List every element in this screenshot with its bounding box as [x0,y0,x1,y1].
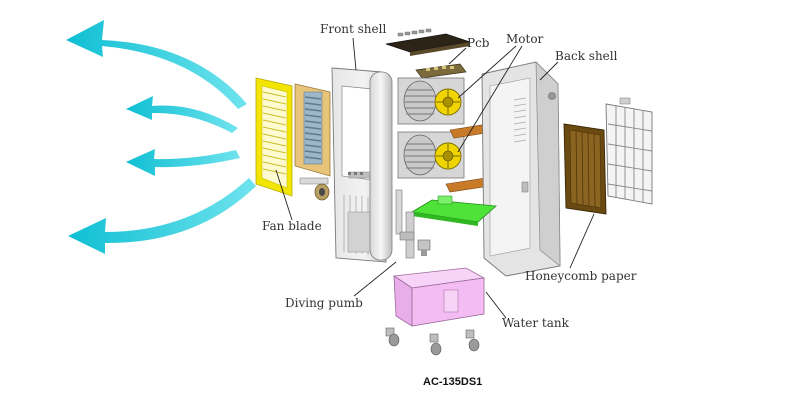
label-fan-blade: Fan blade [262,219,322,233]
fan-blade-panel [294,83,331,201]
part-labels: Front shell Pcb Motor Back shell Fan bla… [262,22,637,388]
label-front-shell: Front shell [320,22,386,36]
leader-motor-upper [457,45,517,99]
lower-motor-blower [397,131,465,179]
airflow-arrow-bottom [68,178,256,254]
honeycomb-paper [563,123,607,215]
leader-back-shell [539,61,559,81]
airflow-arrow-top [66,20,247,109]
airflow-arrow-upper-mid [126,96,238,133]
caster [429,333,442,356]
pcb-board [415,63,467,79]
louver-frame [255,77,293,197]
leader-water-tank [485,291,507,319]
diving-pump [395,189,431,259]
casters [385,327,480,356]
leader-pcb [448,47,467,65]
airflow-arrows [66,20,256,254]
fan-blade-knob [299,177,330,201]
label-motor: Motor [506,32,544,46]
leader-motor-lower [457,45,523,153]
label-honeycomb-paper: Honeycomb paper [525,269,637,283]
leader-lines [275,37,595,319]
label-water-tank: Water tank [502,316,570,330]
motor-housing-column [369,71,393,261]
leader-honeycomb [569,213,595,269]
label-pcb: Pcb [467,36,490,50]
water-tank [392,267,486,327]
back-shell [481,61,561,277]
model-number: AC-135DS1 [423,376,482,388]
caster [385,327,400,347]
caster [465,329,480,352]
leader-front-shell [352,37,357,71]
label-back-shell: Back shell [555,49,618,63]
leader-diving-pump [353,261,397,297]
control-buttons [397,28,432,37]
water-tray [410,195,497,226]
leader-fan-blade [275,169,293,221]
airflow-arrow-lower-mid [126,149,240,176]
label-diving-pump: Diving pumb [285,296,363,310]
rear-filter-frame [605,97,653,205]
upper-motor-blower [397,77,465,125]
top-control-plate [385,28,471,56]
